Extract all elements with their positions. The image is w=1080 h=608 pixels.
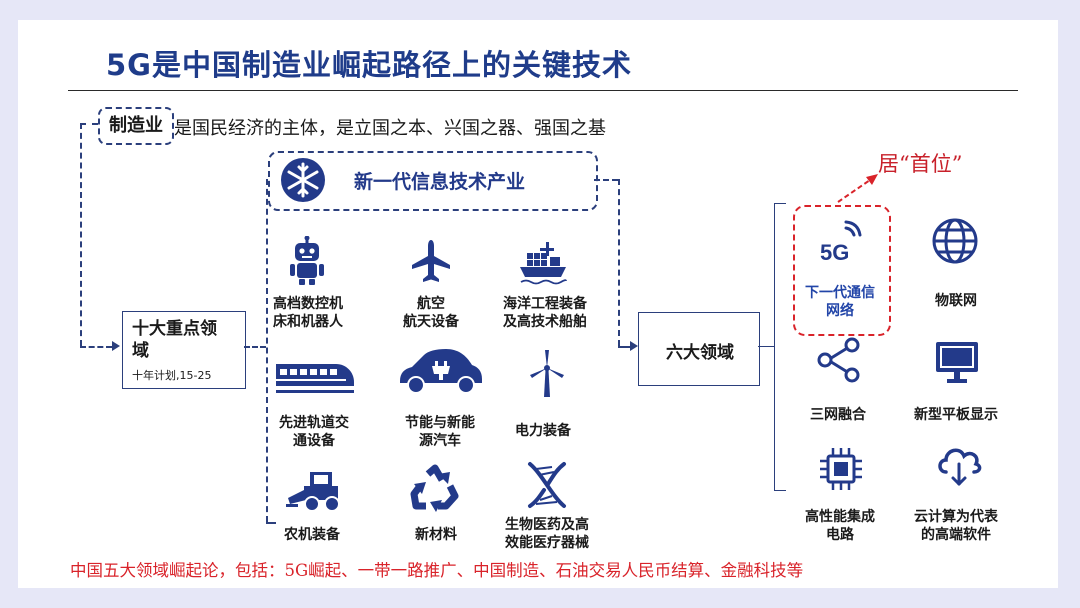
item-label: 农机装备 bbox=[284, 527, 340, 543]
connector-line bbox=[594, 179, 618, 181]
item-label: 物联网 bbox=[935, 293, 977, 309]
ten-fields-box bbox=[122, 311, 246, 389]
harvester-icon bbox=[286, 472, 340, 512]
it-industry-banner bbox=[268, 151, 598, 211]
item-label: 高性能集成电路 bbox=[805, 509, 875, 543]
it-industry-label: 新一代信息技术产业 bbox=[354, 171, 526, 193]
monitor-icon bbox=[936, 342, 978, 383]
dna-icon bbox=[528, 462, 566, 508]
item-label: 航空航天设备 bbox=[403, 296, 459, 330]
page-title: 5G是中国制造业崛起路径上的关键技术 bbox=[106, 48, 632, 82]
six-fields-box bbox=[638, 312, 760, 386]
item-label-highlight: 下一代通信网络 bbox=[805, 285, 875, 319]
recycle-icon bbox=[410, 464, 459, 512]
connector-line bbox=[80, 123, 98, 125]
bracket-line bbox=[774, 203, 775, 490]
share-icon bbox=[817, 337, 860, 383]
airplane-icon bbox=[412, 240, 450, 282]
item-label: 高档数控机床和机器人 bbox=[273, 296, 343, 330]
cloud-icon bbox=[938, 448, 982, 486]
train-icon bbox=[276, 364, 354, 393]
ten-fields-title: 十大重点领域 bbox=[132, 319, 217, 361]
wind-turbine-icon bbox=[530, 350, 564, 397]
connector-line bbox=[266, 522, 276, 524]
highlight-frame bbox=[793, 205, 891, 336]
item-label: 海洋工程装备及高技术船舶 bbox=[503, 296, 587, 330]
connector-line bbox=[244, 346, 266, 348]
manufacturing-label: 制造业 bbox=[98, 107, 174, 145]
connector-line bbox=[618, 346, 630, 348]
title-divider bbox=[68, 90, 1018, 91]
snowflake-icon bbox=[281, 158, 325, 202]
chip-icon bbox=[820, 448, 862, 490]
globe-icon bbox=[932, 218, 978, 264]
slide: 5G是中国制造业崛起路径上的关键技术 制造业 是国民经济的主体，是立国之本、兴国… bbox=[18, 20, 1058, 588]
item-label: 云计算为代表的高端软件 bbox=[914, 509, 998, 543]
ship-icon bbox=[520, 242, 567, 285]
connector-line bbox=[758, 346, 774, 347]
manufacturing-statement: 是国民经济的主体，是立国之本、兴国之器、强国之基 bbox=[174, 118, 606, 139]
connector-line bbox=[80, 123, 82, 346]
footer-note: 中国五大领域崛起论，包括：5G崛起、一带一路推广、中国制造、石油交易人民币结算、… bbox=[70, 561, 804, 580]
six-fields-label: 六大领域 bbox=[666, 343, 734, 363]
arrow-right-icon bbox=[630, 341, 638, 351]
item-label: 新材料 bbox=[415, 527, 457, 543]
item-label: 先进轨道交通设备 bbox=[279, 415, 349, 449]
svg-text:5G: 5G bbox=[820, 240, 849, 264]
item-label: 电力装备 bbox=[515, 423, 571, 439]
electric-car-icon bbox=[400, 349, 482, 394]
ten-fields-subtitle: 十年计划,15-25 bbox=[132, 369, 212, 382]
bracket-line bbox=[774, 203, 786, 204]
connector-line bbox=[266, 179, 268, 522]
item-label: 生物医药及高效能医疗器械 bbox=[505, 517, 589, 551]
item-label: 节能与新能源汽车 bbox=[405, 415, 475, 449]
5g-icon: 5G bbox=[820, 220, 862, 264]
first-place-label: 居“首位” bbox=[878, 152, 963, 176]
item-label: 新型平板显示 bbox=[914, 407, 998, 423]
item-label: 三网融合 bbox=[810, 407, 866, 423]
connector-line bbox=[618, 179, 620, 346]
bracket-line bbox=[774, 490, 786, 491]
arrow-up-right-icon bbox=[837, 174, 878, 203]
connector-line bbox=[80, 346, 112, 348]
robot-icon bbox=[290, 236, 324, 285]
arrow-right-icon bbox=[112, 341, 120, 351]
